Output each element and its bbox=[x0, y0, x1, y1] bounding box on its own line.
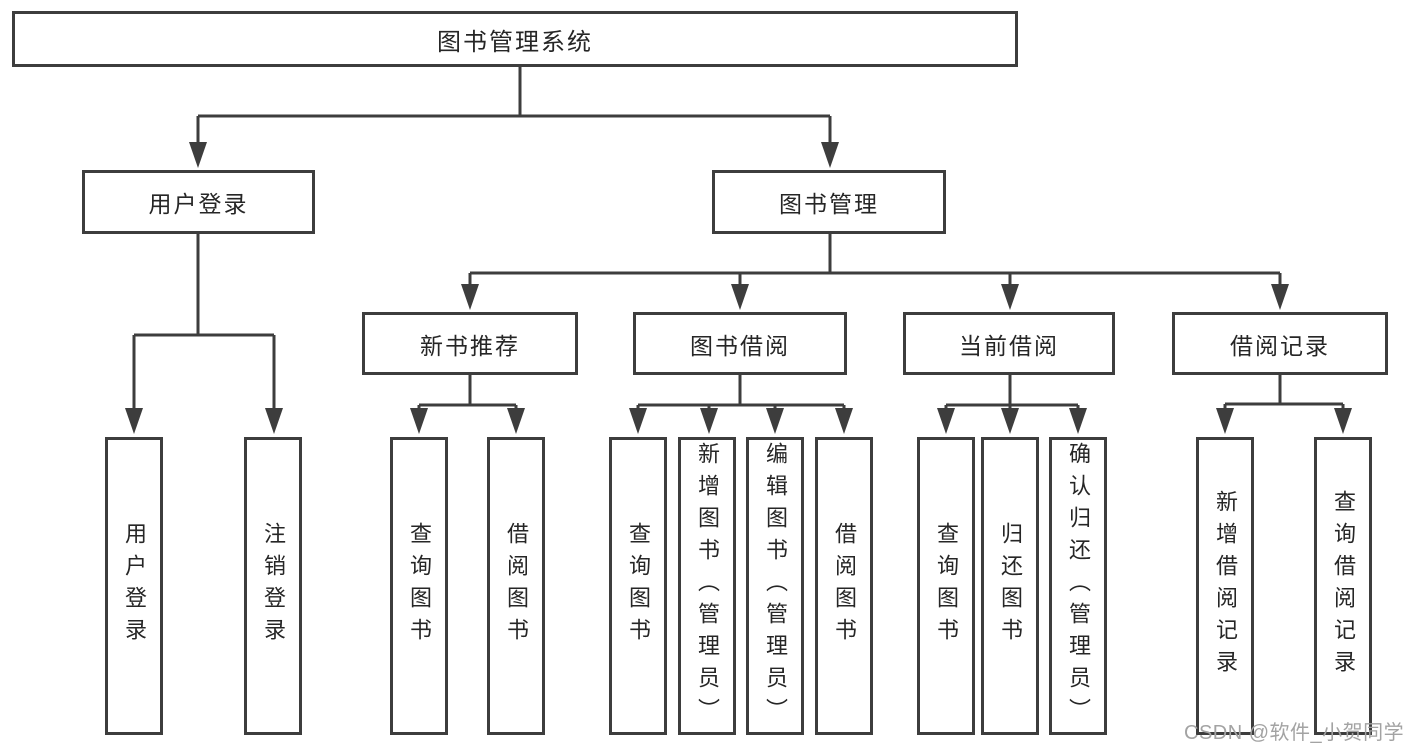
node-current-borrow: 当前借阅 bbox=[903, 312, 1115, 375]
leaf-add-books-admin: 新增图书（管理员） bbox=[678, 437, 736, 735]
leaf-edit-books-admin: 编辑图书（管理员） bbox=[746, 437, 804, 735]
node-book-borrow: 图书借阅 bbox=[633, 312, 847, 375]
leaf-query-books-current: 查询图书 bbox=[917, 437, 975, 735]
leaf-query-books-borrow: 查询图书 bbox=[609, 437, 667, 735]
csdn-watermark: CSDN @软件_小贺同学 bbox=[1184, 722, 1405, 744]
node-book-management: 图书管理 bbox=[712, 170, 946, 234]
node-user-login-label: 用户登录 bbox=[148, 191, 249, 217]
node-new-book-recommend-label: 新书推荐 bbox=[420, 332, 520, 359]
leaf-borrow-books-recommend: 借阅图书 bbox=[487, 437, 545, 735]
leaf-confirm-return-admin: 确认归还（管理员） bbox=[1049, 437, 1107, 735]
node-borrow-records: 借阅记录 bbox=[1172, 312, 1388, 375]
node-root-system: 图书管理系统 bbox=[12, 11, 1018, 67]
node-root-label: 图书管理系统 bbox=[437, 28, 593, 56]
node-user-login: 用户登录 bbox=[82, 170, 315, 234]
leaf-return-books: 归还图书 bbox=[981, 437, 1039, 735]
leaf-logout: 注销登录 bbox=[244, 437, 302, 735]
node-book-management-label: 图书管理 bbox=[779, 191, 879, 217]
leaf-add-borrow-record: 新增借阅记录 bbox=[1196, 437, 1254, 735]
node-borrow-records-label: 借阅记录 bbox=[1230, 332, 1330, 359]
leaf-user-login: 用户登录 bbox=[105, 437, 163, 735]
leaf-query-books-recommend: 查询图书 bbox=[390, 437, 448, 735]
leaf-query-borrow-record: 查询借阅记录 bbox=[1314, 437, 1372, 735]
node-book-borrow-label: 图书借阅 bbox=[690, 332, 790, 359]
arrowheads bbox=[125, 142, 1352, 434]
node-new-book-recommend: 新书推荐 bbox=[362, 312, 578, 375]
node-current-borrow-label: 当前借阅 bbox=[959, 332, 1059, 359]
leaf-borrow-books: 借阅图书 bbox=[815, 437, 873, 735]
